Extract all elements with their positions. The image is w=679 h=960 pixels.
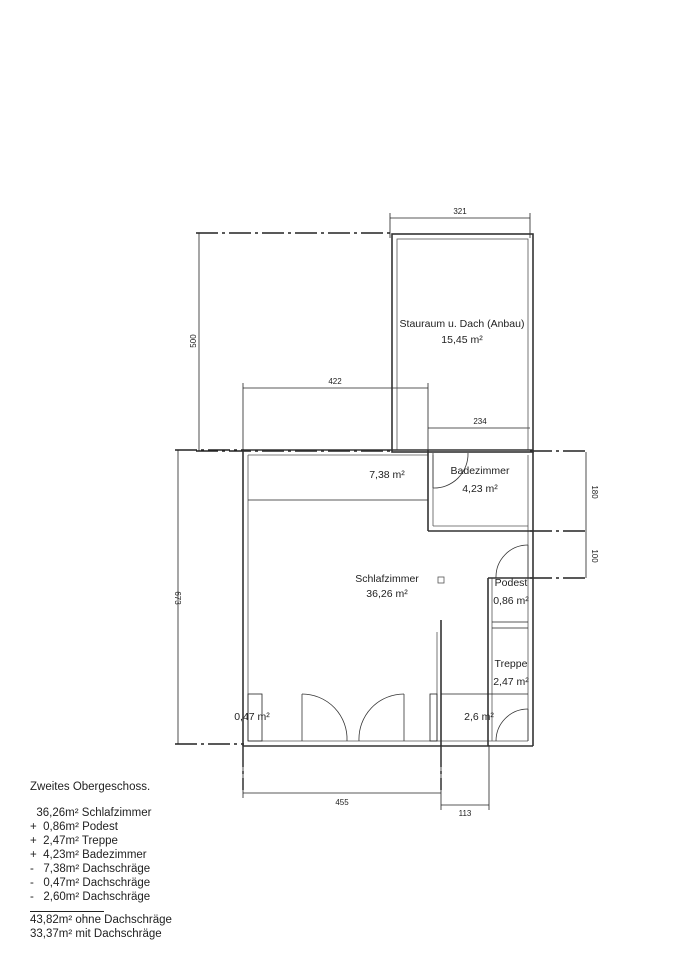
summary-divider — [30, 911, 104, 912]
bathroom-area: 4,23 m² — [462, 483, 498, 495]
summary-line: + 4,23m² Badezimmer — [30, 849, 147, 861]
storage-room-area: 15,45 m² — [441, 334, 483, 346]
landing-name: Podest — [495, 577, 528, 589]
dim-321: 321 — [453, 207, 467, 216]
doors — [301, 452, 529, 742]
dim-455: 455 — [335, 798, 349, 807]
summary-line: - 2,60m² Dachschräge — [30, 891, 151, 903]
slope-right-area: 2,6 m² — [464, 711, 494, 723]
slope-left-area: 0,47 m² — [234, 711, 270, 723]
total-with-slope: 33,37m² mit Dachschräge — [30, 928, 162, 940]
storage-room-name: Stauraum u. Dach (Anbau) — [400, 318, 525, 330]
landing-area: 0,86 m² — [493, 595, 529, 607]
slope-top-area: 7,38 m² — [369, 469, 405, 481]
stairs-name: Treppe — [495, 658, 528, 670]
roof-outline — [175, 232, 586, 790]
bathroom-name: Badezimmer — [451, 465, 510, 477]
stairs-area: 2,47 m² — [493, 676, 529, 688]
dim-422: 422 — [328, 377, 342, 386]
bedroom-name: Schlafzimmer — [355, 573, 419, 585]
dim-234: 234 — [473, 417, 487, 426]
summary-line: + 0,86m² Podest — [30, 821, 118, 833]
summary-line: - 0,47m² Dachschräge — [30, 877, 151, 889]
summary-line: 36,26m² Schlafzimmer — [30, 807, 152, 819]
area-summary: Zweites Obergeschoss. 36,26m² Schlafzimm… — [30, 780, 172, 941]
summary-line: - 7,38m² Dachschräge — [30, 863, 151, 875]
dim-100: 100 — [590, 549, 599, 563]
bedroom-area: 36,26 m² — [366, 588, 408, 600]
dim-113: 113 — [459, 809, 472, 818]
dim-180: 180 — [590, 485, 599, 499]
floor-title: Zweites Obergeschoss. — [30, 781, 151, 793]
walls — [242, 233, 534, 747]
dim-673: 673 — [173, 591, 182, 605]
dim-500: 500 — [189, 334, 198, 348]
total-without-slope: 43,82m² ohne Dachschräge — [30, 914, 172, 926]
summary-line: + 2,47m² Treppe — [30, 835, 118, 847]
